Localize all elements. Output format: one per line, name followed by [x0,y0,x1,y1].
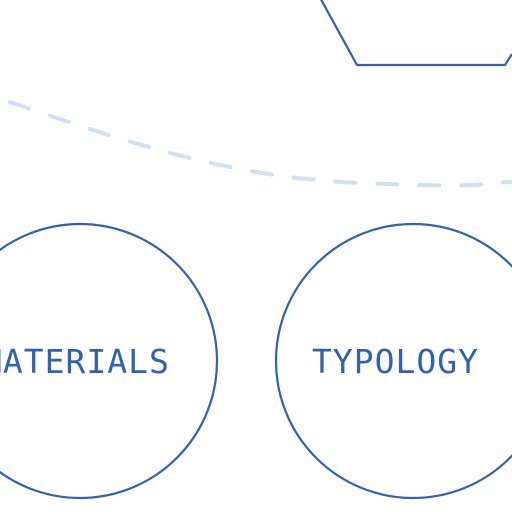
hexagon-node [320,0,512,67]
dashed-connector [8,100,512,188]
typology-node [274,222,512,500]
materials-node [0,222,219,500]
typology-label: TYPOLOGY [312,342,479,381]
materials-label: MATERIALS [0,342,170,381]
